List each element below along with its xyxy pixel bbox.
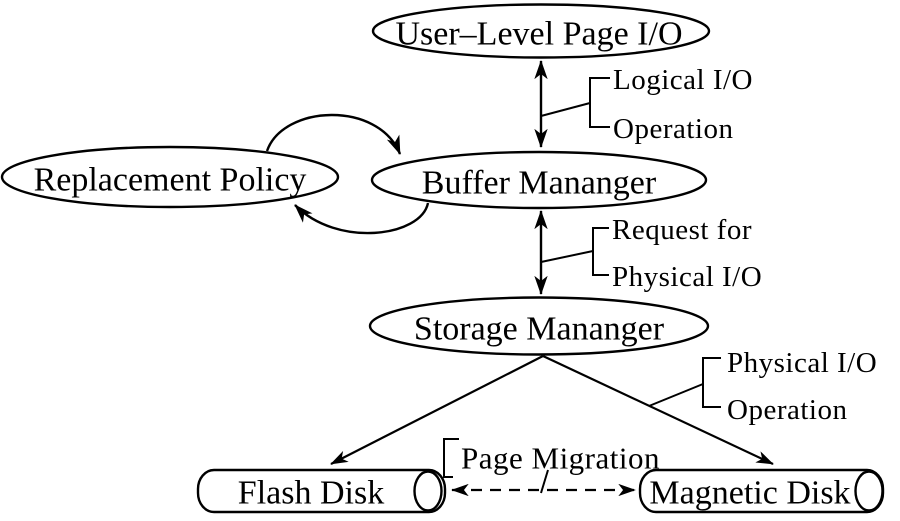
storage-manager-label: Storage Mananger bbox=[414, 311, 665, 348]
buffer-to-replacement-arc-arrow bbox=[294, 202, 430, 235]
flash-disk-body bbox=[196, 468, 447, 514]
replacement-to-buffer-arc-arrow bbox=[265, 113, 402, 155]
magnetic-disk-cap bbox=[854, 470, 884, 512]
request-physical-bracket bbox=[592, 227, 609, 276]
physical-io-label-line2: Operation bbox=[727, 394, 847, 426]
buffer-manager-label: Buffer Mananger bbox=[422, 165, 657, 202]
user-level-page-io-label: User–Level Page I/O bbox=[395, 16, 682, 53]
logical-io-leader-line bbox=[540, 102, 591, 117]
buffer-manager-node bbox=[370, 150, 708, 210]
page-migration-leader-slash bbox=[540, 469, 549, 494]
logical-io-label-line1: Logical I/O bbox=[613, 64, 753, 96]
logical-io-bracket bbox=[589, 77, 610, 128]
flash-disk-node bbox=[196, 468, 447, 514]
request-physical-label-line2: Physical I/O bbox=[612, 261, 762, 293]
physical-io-bracket bbox=[702, 357, 721, 408]
magnetic-disk-node bbox=[638, 468, 885, 514]
physical-io-leader-line bbox=[648, 383, 704, 407]
page-migration-bracket bbox=[443, 438, 459, 478]
flash-disk-cap bbox=[413, 470, 443, 512]
user-level-page-io-node bbox=[371, 3, 711, 59]
flash-disk-label: Flash Disk bbox=[238, 475, 384, 512]
request-physical-label-line1: Request for bbox=[612, 214, 752, 246]
logical-io-label-line2: Operation bbox=[613, 113, 733, 145]
replacement-policy-label: Replacement Policy bbox=[34, 162, 307, 199]
page-migration-label: Page Migration bbox=[461, 441, 660, 476]
replacement-policy-node bbox=[0, 145, 340, 209]
magnetic-disk-label: Magnetic Disk bbox=[649, 475, 850, 512]
storage-manager-node bbox=[368, 296, 710, 356]
physical-io-label-line1: Physical I/O bbox=[727, 347, 877, 379]
request-physical-leader-line bbox=[540, 250, 594, 263]
storage-to-magnetic-arrow bbox=[542, 355, 774, 465]
storage-to-flash-arrow bbox=[330, 355, 544, 465]
